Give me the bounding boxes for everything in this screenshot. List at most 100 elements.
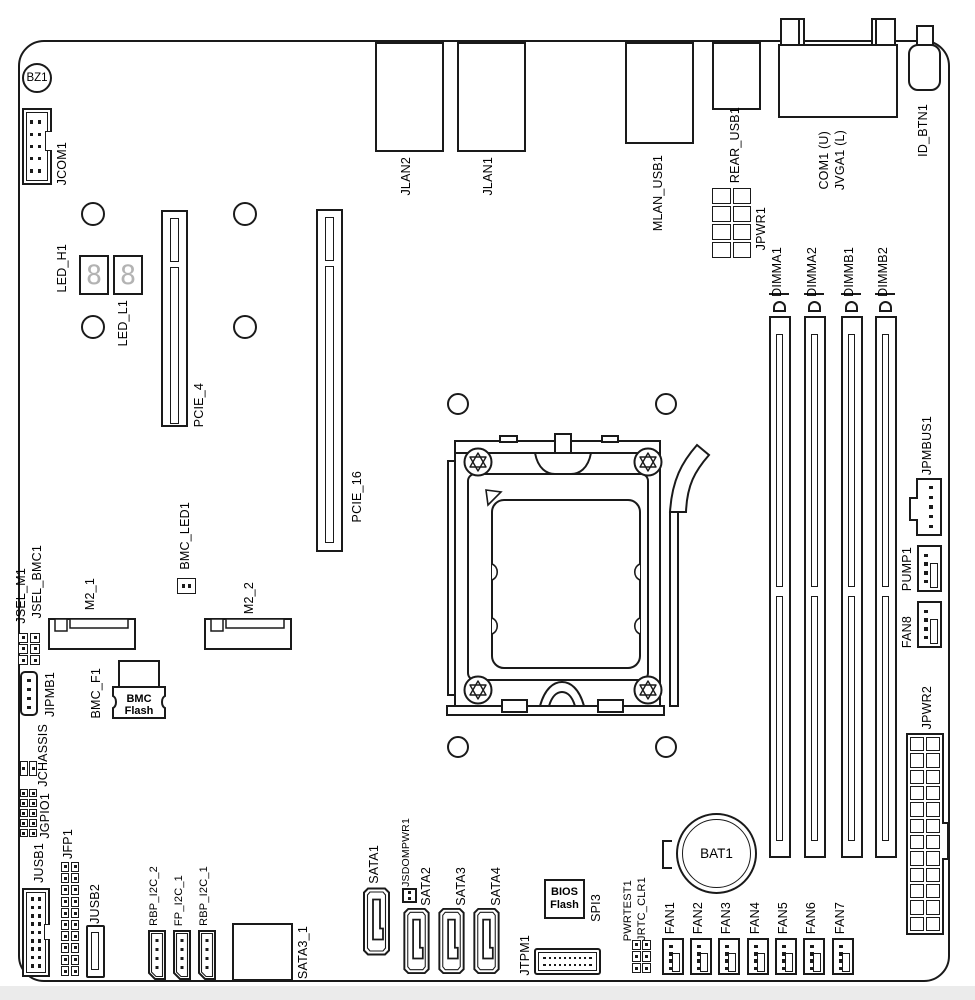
jsdompwr1-label: JSDOMPWR1 (400, 818, 412, 887)
pin-cell (910, 867, 924, 882)
pin-cell (910, 753, 924, 768)
pin-dot (924, 635, 928, 640)
led-l1-label: LED_L1 (116, 299, 130, 346)
cpu-pad-area (485, 489, 641, 669)
gpio-header (19, 788, 38, 838)
pin-dot (37, 955, 42, 960)
pin-cell (926, 802, 940, 817)
jrtc-clr1-label: JRTC_CLR1 (636, 877, 648, 941)
jusb1-key-notch (44, 924, 50, 940)
jcom1-pins (28, 116, 43, 177)
pin-dot (725, 959, 729, 963)
pcie-4-label: PCIE_4 (192, 382, 206, 427)
fan8-pins (922, 607, 930, 642)
fan2-pins (695, 943, 703, 972)
atx-power-pins (909, 736, 941, 932)
fan-header-1 (662, 938, 684, 975)
dimmb2-label: DIMMB2 (876, 247, 890, 297)
fan1-label: FAN1 (663, 901, 677, 934)
fan6-label: FAN6 (804, 901, 818, 934)
bios-flash-text1: BIOS (551, 886, 578, 899)
dimm-latch (879, 301, 892, 312)
jusb1-label: JUSB1 (32, 843, 46, 883)
pin-dot (754, 966, 758, 971)
pin-dot (929, 486, 933, 490)
pin-dot (30, 905, 35, 910)
pin-dot (669, 959, 673, 963)
post-led-high: 8 (79, 255, 109, 295)
i2c-connector-rbp1 (198, 930, 216, 980)
sata-port-3 (438, 907, 465, 975)
pin-dot (810, 959, 814, 963)
pin-dot (37, 897, 42, 901)
sata3-1-label: SATA3_1 (296, 925, 310, 979)
pin-dot (29, 818, 38, 828)
bmc-f1-label: BMC_F1 (89, 668, 103, 719)
torx-screws (463, 447, 663, 705)
dimma2-label: DIMMA2 (805, 247, 819, 297)
pin-dot (17, 644, 29, 654)
dimm-latch-line (841, 293, 861, 295)
pin-dot (839, 966, 843, 971)
dimm-latch-line (769, 293, 789, 295)
pin-dot (543, 963, 546, 966)
fan5-pins (780, 943, 788, 972)
pin-dot (548, 963, 551, 966)
pump1-label: PUMP1 (900, 546, 914, 591)
pin-dot (631, 963, 641, 974)
pin-dot (642, 951, 652, 962)
pin-cell (712, 242, 731, 258)
pin-dot (19, 818, 28, 828)
pin-dot (70, 966, 80, 977)
pin-dot (17, 632, 29, 643)
pin-dot (782, 952, 786, 956)
fp-i2c-1-label: FP_I2C_1 (173, 874, 185, 926)
fan-header-6 (803, 938, 825, 975)
pin-dot (558, 957, 561, 960)
pin-cell (926, 835, 940, 850)
rear-usb-port (712, 42, 761, 110)
fan-header-7 (832, 938, 854, 975)
pin-dot (70, 908, 80, 919)
pin-dot (29, 655, 41, 666)
pin-dot (782, 944, 786, 949)
pin-dot (669, 944, 673, 949)
pin-dot (30, 157, 34, 161)
fan1-pins (667, 943, 675, 972)
fan4-latch (757, 952, 765, 972)
com-vga-tab-left-line (798, 20, 800, 45)
pin-cell (712, 188, 731, 204)
fan-header-3 (718, 938, 740, 975)
pin-dot (697, 959, 701, 963)
fan8-latch (930, 619, 938, 644)
pin-dot (30, 930, 35, 935)
pin-dot (188, 584, 192, 588)
seg-digit: 8 (119, 259, 137, 291)
pin-cell (712, 206, 731, 222)
pin-dot (70, 954, 80, 965)
pin-dot (60, 873, 70, 884)
jumper-pwrtest-rtcclr (631, 939, 652, 974)
sata-controller-sata3-1 (232, 923, 293, 981)
dimm-a2-key-upper (811, 334, 818, 587)
pin-cell (910, 916, 924, 931)
jusb2-key-slot (91, 932, 99, 970)
m2-socket-1 (48, 618, 136, 650)
bios-flash-chip: BIOS Flash (544, 879, 585, 919)
pin-dot (29, 760, 38, 777)
pin-cell (910, 769, 924, 784)
i2c-connector-fp1 (173, 930, 191, 980)
pin-dot (37, 939, 42, 943)
com-vga-port (778, 44, 898, 118)
com1-label: COM1 (U) (817, 131, 831, 190)
pin-dot (60, 919, 70, 930)
pin-dot (29, 788, 38, 798)
pin-cell (926, 753, 940, 768)
pin-dot (60, 861, 70, 872)
mounting-hole (447, 393, 469, 415)
pin-dot (70, 931, 80, 942)
pmbus-pins (927, 483, 935, 531)
jipmb1-label: JIPMB1 (43, 672, 57, 717)
jfp1-label: JFP1 (61, 829, 75, 859)
sata-port-1 (363, 887, 390, 956)
